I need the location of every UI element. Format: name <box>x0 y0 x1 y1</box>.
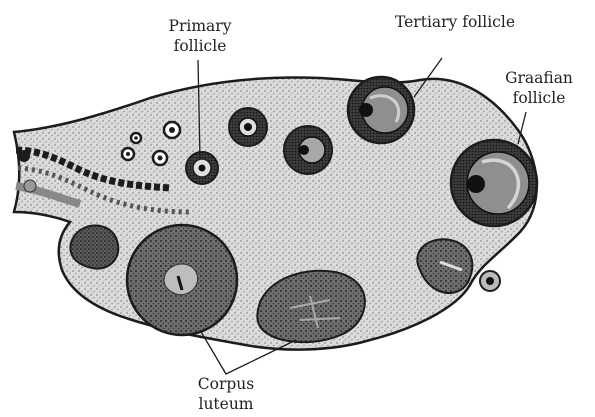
label-primary-follicle: Primary follicle <box>150 16 250 56</box>
released-ovum <box>480 271 500 291</box>
secondary-follicle <box>284 126 332 174</box>
label-tertiary-follicle: Tertiary follicle <box>370 12 540 32</box>
secondary-follicle <box>229 108 267 146</box>
tertiary-follicle <box>348 77 414 143</box>
small-follicle <box>122 148 134 160</box>
label-corpus-luteum: Corpus luteum <box>176 374 276 414</box>
label-line: luteum <box>176 394 276 414</box>
label-line: Corpus <box>176 374 276 394</box>
graafian-follicle <box>451 140 537 226</box>
label-line: Tertiary follicle <box>370 12 540 32</box>
label-line: Primary <box>150 16 250 36</box>
primary-follicle <box>186 152 218 184</box>
atretic-follicle <box>70 225 118 268</box>
small-follicle <box>131 133 141 143</box>
label-line: follicle <box>150 36 250 56</box>
corpus-luteum <box>127 225 237 335</box>
small-follicle <box>164 122 180 138</box>
label-graafian-follicle: Graafian follicle <box>494 68 584 108</box>
label-line: Graafian <box>494 68 584 88</box>
label-line: follicle <box>494 88 584 108</box>
small-follicle <box>153 151 167 165</box>
